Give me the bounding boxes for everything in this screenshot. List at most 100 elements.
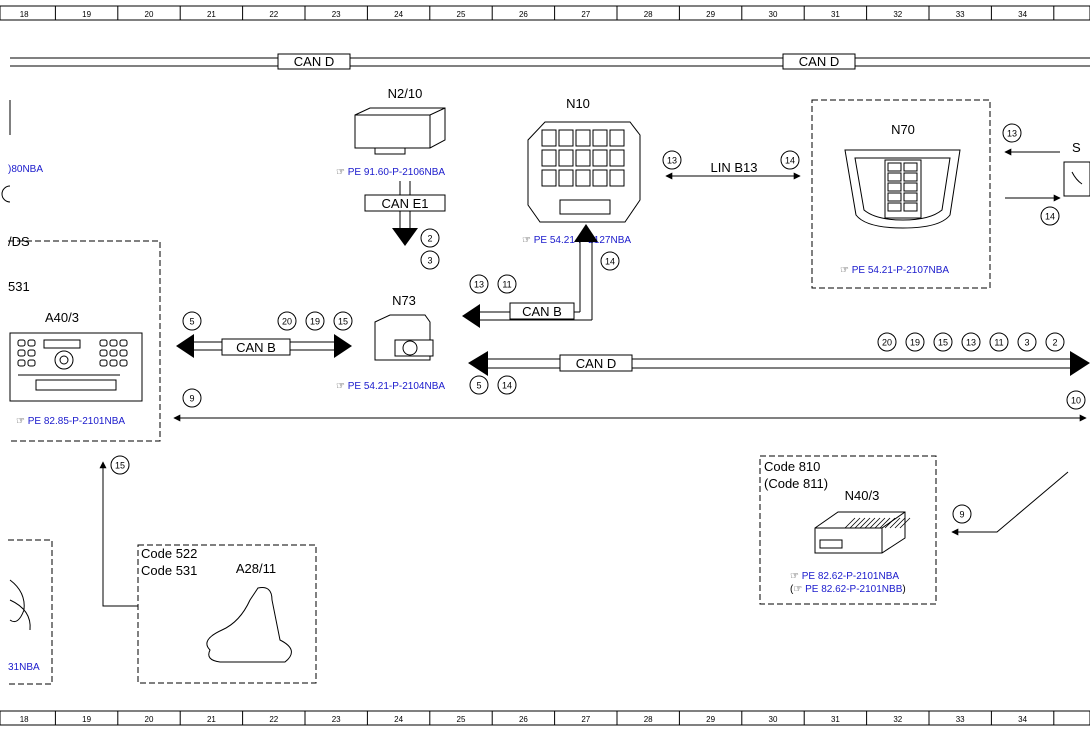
signal-number-circle: 11 [989, 332, 1009, 352]
svg-text:19: 19 [310, 317, 320, 327]
head-unit-button [27, 339, 36, 347]
amp-fin [879, 517, 891, 529]
n40-3-feed-line [951, 471, 1069, 536]
a28-11-code-2: Code 531 [141, 563, 197, 578]
can-b-label-1: CAN B [522, 304, 562, 319]
ruler-label: 19 [82, 10, 91, 19]
signal-number-circle: 20 [877, 332, 897, 352]
head-unit-button [109, 339, 118, 347]
ruler-label: 18 [20, 715, 29, 724]
n70-button [903, 162, 918, 172]
signal-number-circle: 14 [1040, 206, 1060, 226]
ruler-label: 29 [706, 10, 715, 19]
svg-text:2: 2 [427, 234, 432, 244]
ruler-label: 22 [269, 715, 278, 724]
signal-number-circle: 13 [961, 332, 981, 352]
ruler-label: 34 [1018, 10, 1027, 19]
signal-number-circle: 13 [662, 150, 682, 170]
svg-text:19: 19 [910, 338, 920, 348]
head-unit-button [27, 349, 36, 357]
svg-text:9: 9 [959, 510, 964, 520]
ruler-label: 34 [1018, 715, 1027, 724]
svg-text:9: 9 [189, 394, 194, 404]
signal-number-circle: 2 [420, 228, 440, 248]
n2-10-name: N2/10 [388, 86, 423, 101]
head-unit-button [119, 359, 128, 367]
signal-number-circle: 5 [182, 311, 202, 331]
signal-number-circle: 9 [182, 388, 202, 408]
svg-text:20: 20 [282, 317, 292, 327]
amplifier-device [814, 511, 911, 554]
n70-button [887, 182, 902, 192]
n40-3-box: Code 810 (Code 811) N40/3 ☞ PE 82.62-P-2… [759, 455, 937, 605]
right-edge-fragment: S [1004, 140, 1090, 202]
amp-fin [894, 517, 906, 529]
head-unit-button [109, 349, 118, 357]
n70-button [903, 182, 918, 192]
amp-fin [874, 517, 886, 529]
signal-number-circle: 15 [110, 455, 130, 475]
svg-text:15: 15 [338, 317, 348, 327]
ruler-label: 28 [644, 10, 653, 19]
signal-number-circle: 10 [1066, 390, 1086, 410]
n73-module: N73 ☞ PE 54.21-P-2104NBA [336, 293, 445, 392]
n70-button [903, 172, 918, 182]
signal-number-circle: 5 [469, 375, 489, 395]
shark-fin-antenna [206, 587, 292, 663]
amp-fin [899, 517, 911, 529]
svg-text:14: 14 [1045, 212, 1055, 222]
n10-fuse [541, 129, 557, 147]
svg-text:20: 20 [882, 338, 892, 348]
svg-text:15: 15 [115, 461, 125, 471]
n70-button [903, 202, 918, 212]
svg-text:5: 5 [476, 381, 481, 391]
svg-text:13: 13 [1007, 129, 1017, 139]
n70-name: N70 [891, 122, 915, 137]
n10-module: N10 ☞ PE 54.21-P-2127NBA [522, 96, 641, 246]
ruler-label: 32 [893, 10, 902, 19]
n10-fuse [575, 149, 591, 167]
a40-3-ref: ☞ PE 82.85-P-2101NBA [16, 416, 125, 427]
signal-number-circle: 2 [1045, 332, 1065, 352]
ruler-label: 26 [519, 715, 528, 724]
svg-text:14: 14 [502, 381, 512, 391]
head-unit-button [17, 349, 26, 357]
signal-number-circle: 20 [277, 311, 297, 331]
ruler-label: 30 [769, 715, 778, 724]
ruler-label: 26 [519, 10, 528, 19]
n10-fuse [541, 169, 557, 187]
can-d-n73-bus: CAN D [468, 351, 1090, 376]
n70-box: N70 ☞ PE 54.21-P-2107NBA [811, 99, 991, 289]
a40-3-box: 531 A40/3 ☞ PE 82.85-P-2101NBA [8, 240, 161, 442]
amp-fin [864, 517, 876, 529]
can-d-label-2: CAN D [799, 54, 839, 69]
signal-number-circle: 15 [333, 311, 353, 331]
n10-fuse [609, 169, 625, 187]
n40-3-name: N40/3 [845, 488, 880, 503]
a40-3-code-fragment: 531 [8, 279, 30, 294]
svg-text:5: 5 [189, 317, 194, 327]
svg-text:14: 14 [605, 257, 615, 267]
n2-10-ref: ☞ PE 91.60-P-2106NBA [336, 167, 445, 178]
signal-number-circle: 3 [1017, 332, 1037, 352]
ruler-label: 21 [207, 10, 216, 19]
ruler-label: 20 [145, 715, 154, 724]
svg-text:13: 13 [474, 280, 484, 290]
n70-button [887, 172, 902, 182]
ruler-label: 24 [394, 10, 403, 19]
signal-number-circle: 19 [905, 332, 925, 352]
ruler-label: 22 [269, 10, 278, 19]
signal-number-circle: 11 [497, 274, 517, 294]
signal-number-circle: 3 [420, 250, 440, 270]
head-unit-button [99, 339, 108, 347]
n10-fuse [575, 129, 591, 147]
n2-10-module: N2/10 ☞ PE 91.60-P-2106NBA CAN E1 [336, 86, 446, 246]
ruler-label: 25 [457, 715, 466, 724]
ruler-label: 33 [956, 715, 965, 724]
can-b-label-2: CAN B [236, 340, 276, 355]
signal-number-circle: 19 [305, 311, 325, 331]
signal-number-circle: 15 [933, 332, 953, 352]
